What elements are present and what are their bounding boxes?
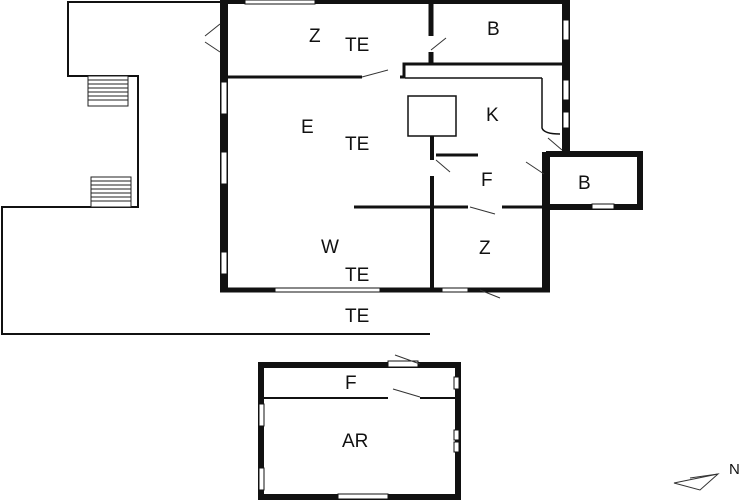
stairs-upper: [87, 75, 129, 107]
terrace-outline: [1, 1, 430, 335]
room-label-ar: AR: [342, 431, 368, 452]
room-label-k: K: [486, 105, 499, 126]
room-label-te: TE: [345, 134, 369, 155]
room-label-z: Z: [309, 26, 321, 47]
interior-walls: [228, 2, 566, 290]
room-label-f: F: [345, 373, 357, 394]
stairs-lower: [90, 176, 132, 208]
room-label-f: F: [481, 170, 493, 191]
room-label-te: TE: [345, 35, 369, 56]
room-label-e: E: [301, 117, 314, 138]
room-label-b: B: [578, 173, 591, 194]
chimney: [407, 95, 457, 137]
room-label-te: TE: [345, 306, 369, 327]
windows: [220, 0, 615, 293]
room-label-te: TE: [345, 265, 369, 286]
room-label-w: W: [321, 237, 339, 258]
outbuilding-windows: [258, 360, 460, 500]
room-label-z: Z: [479, 238, 491, 259]
outbuilding-doors: [392, 354, 421, 398]
room-label-b: B: [487, 19, 500, 40]
doors: [204, 23, 563, 299]
north-arrow-icon: [673, 473, 720, 491]
compass-label: N: [729, 461, 740, 478]
